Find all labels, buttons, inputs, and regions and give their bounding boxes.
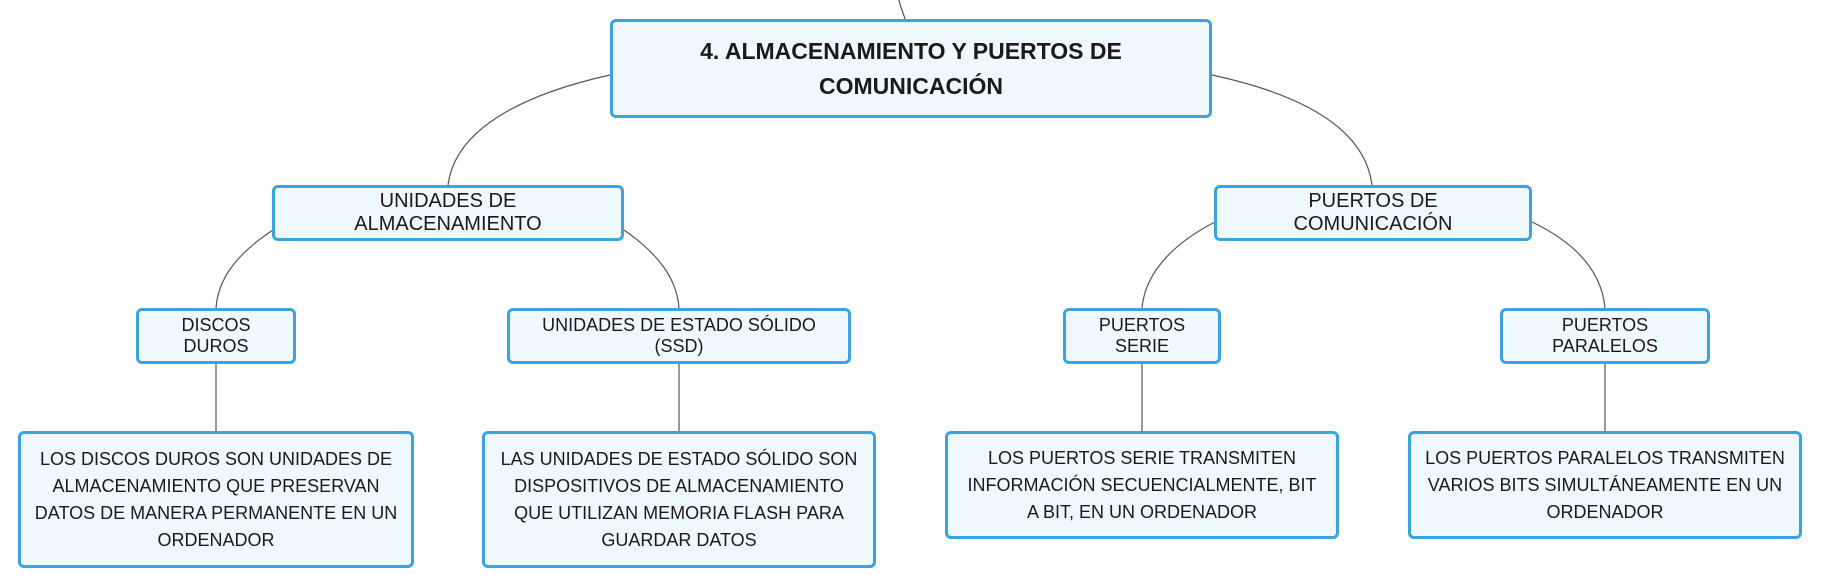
subtopic-parallel-ports-label: PUERTOS PARALELOS bbox=[1552, 315, 1658, 356]
connector-root-to-storage bbox=[447, 74, 611, 186]
subtopic-hard-disks-label: DISCOS DUROS bbox=[181, 315, 251, 356]
subtopic-parallel-ports[interactable]: PUERTOS PARALELOS bbox=[1500, 308, 1710, 364]
subtopic-ssd[interactable]: UNIDADES DE ESTADO SÓLIDO (SSD) bbox=[507, 308, 851, 364]
branch-communication-ports-label: PUERTOS DE COMUNICACIÓN bbox=[1293, 190, 1453, 235]
description-serial-ports-text: LOS PUERTOS SERIE TRANSMITEN INFORMACIÓN… bbox=[967, 447, 1317, 522]
description-hard-disks-text: LOS DISCOS DUROS SON UNIDADES DE ALMACEN… bbox=[34, 448, 398, 550]
connector-top-stub bbox=[898, 0, 906, 20]
root-topic[interactable]: 4. ALMACENAMIENTO Y PUERTOS DE COMUNICAC… bbox=[610, 19, 1212, 118]
description-serial-ports[interactable]: LOS PUERTOS SERIE TRANSMITEN INFORMACIÓN… bbox=[945, 431, 1339, 539]
connector-ports-to-serial bbox=[1141, 221, 1216, 309]
description-ssd-text: LAS UNIDADES DE ESTADO SÓLIDO SON DISPOS… bbox=[500, 448, 858, 550]
description-ssd[interactable]: LAS UNIDADES DE ESTADO SÓLIDO SON DISPOS… bbox=[482, 431, 876, 568]
connector-root-to-ports bbox=[1211, 74, 1373, 186]
description-hard-disks[interactable]: LOS DISCOS DUROS SON UNIDADES DE ALMACEN… bbox=[18, 431, 414, 568]
description-parallel-ports[interactable]: LOS PUERTOS PARALELOS TRANSMITEN VARIOS … bbox=[1408, 431, 1802, 539]
connector-storage-to-hdd bbox=[215, 229, 274, 309]
subtopic-ssd-label: UNIDADES DE ESTADO SÓLIDO (SSD) bbox=[542, 315, 816, 356]
subtopic-serial-ports-label: PUERTOS SERIE bbox=[1098, 315, 1186, 356]
branch-communication-ports[interactable]: PUERTOS DE COMUNICACIÓN bbox=[1214, 185, 1532, 241]
subtopic-hard-disks[interactable]: DISCOS DUROS bbox=[136, 308, 296, 364]
connector-storage-to-ssd bbox=[623, 229, 680, 309]
branch-storage-units[interactable]: UNIDADES DE ALMACENAMIENTO bbox=[272, 185, 624, 241]
subtopic-serial-ports[interactable]: PUERTOS SERIE bbox=[1063, 308, 1221, 364]
description-parallel-ports-text: LOS PUERTOS PARALELOS TRANSMITEN VARIOS … bbox=[1425, 447, 1785, 522]
root-topic-title: 4. ALMACENAMIENTO Y PUERTOS DE COMUNICAC… bbox=[700, 37, 1122, 99]
connector-ports-to-parallel bbox=[1531, 221, 1606, 309]
branch-storage-units-label: UNIDADES DE ALMACENAMIENTO bbox=[354, 190, 542, 235]
